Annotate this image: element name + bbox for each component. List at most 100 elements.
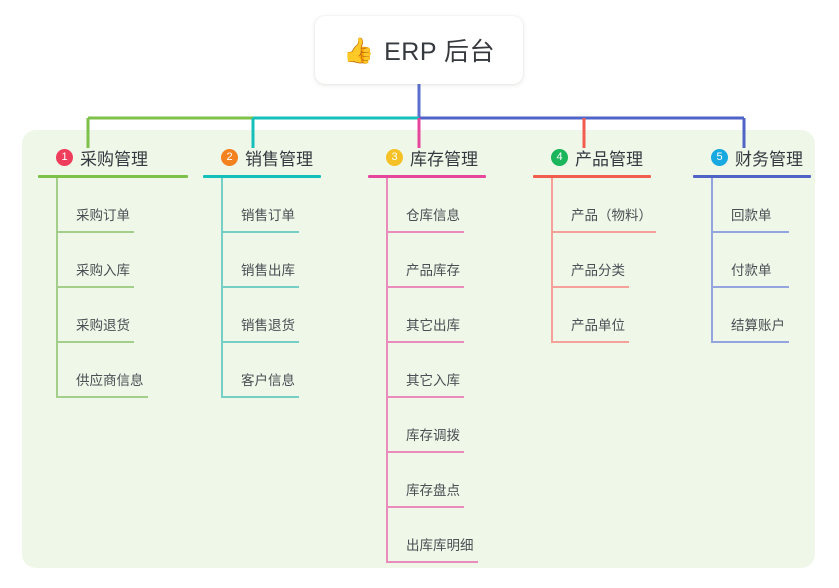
subitem[interactable]: 其它入库 — [386, 343, 486, 398]
subitem-label: 回款单 — [731, 208, 772, 223]
subitem-underline — [56, 286, 134, 288]
subitem[interactable]: 付款单 — [711, 233, 811, 288]
subitem-label: 其它出库 — [406, 318, 460, 333]
category-underline — [203, 175, 321, 178]
subitem-stem — [386, 508, 388, 563]
root-node[interactable]: 👍ERP 后台 — [315, 16, 523, 84]
category-number-badge: 4 — [551, 148, 568, 166]
subitem-label: 客户信息 — [241, 373, 295, 388]
subitem-stem — [386, 398, 388, 453]
subitem-underline — [551, 231, 656, 233]
subitem[interactable]: 其它出库 — [386, 288, 486, 343]
subitem-stem — [56, 343, 58, 398]
subitem[interactable]: 产品（物料） — [551, 178, 656, 233]
subitem-stem — [386, 288, 388, 343]
subitem[interactable]: 客户信息 — [221, 343, 321, 398]
subitem-underline — [386, 231, 464, 233]
subitem-label: 采购订单 — [76, 208, 130, 223]
subitem[interactable]: 供应商信息 — [56, 343, 188, 398]
subitem[interactable]: 采购退货 — [56, 288, 188, 343]
category-header-5[interactable]: 5 财务管理 — [693, 144, 811, 170]
subitem-underline — [386, 286, 464, 288]
subitem-stem — [386, 233, 388, 288]
subitem[interactable]: 仓库信息 — [386, 178, 486, 233]
subitem[interactable]: 销售退货 — [221, 288, 321, 343]
subitem[interactable]: 出库库明细 — [386, 508, 486, 563]
subitem-label: 采购退货 — [76, 318, 130, 333]
subitem[interactable]: 产品单位 — [551, 288, 651, 343]
subitem-label: 采购入库 — [76, 263, 130, 278]
subitem[interactable]: 结算账户 — [711, 288, 811, 343]
subitem-underline — [221, 396, 299, 398]
subitem-underline — [221, 341, 299, 343]
subitem-label: 供应商信息 — [76, 373, 144, 388]
subitem-stem — [221, 343, 223, 398]
subitem-underline — [386, 451, 464, 453]
category-column-5: 5 财务管理回款单付款单结算账户 — [693, 144, 811, 343]
subitem[interactable]: 产品分类 — [551, 233, 651, 288]
subitem-underline — [56, 231, 134, 233]
category-header-4[interactable]: 4 产品管理 — [533, 144, 651, 170]
subitem-label: 销售出库 — [241, 263, 295, 278]
category-number-badge: 2 — [221, 148, 238, 166]
subitem-underline — [386, 341, 464, 343]
subitem-list: 采购订单采购入库采购退货供应商信息 — [38, 178, 188, 398]
subitem[interactable]: 采购订单 — [56, 178, 188, 233]
subitem-stem — [551, 288, 553, 343]
subitem-stem — [551, 233, 553, 288]
subitem-stem — [56, 178, 58, 233]
subitem[interactable]: 产品库存 — [386, 233, 486, 288]
subitem-label: 销售订单 — [241, 208, 295, 223]
category-column-4: 4 产品管理产品（物料） 产品分类产品单位 — [533, 144, 656, 343]
subitem-list: 产品（物料） 产品分类产品单位 — [533, 178, 656, 343]
subitem-underline — [551, 341, 629, 343]
subitem-underline — [386, 561, 478, 563]
subitem-stem — [56, 288, 58, 343]
subitem[interactable]: 回款单 — [711, 178, 811, 233]
subitem-label: 销售退货 — [241, 318, 295, 333]
category-title: 库存管理 — [410, 149, 478, 169]
subitem-underline — [551, 286, 629, 288]
subitem-label: 产品分类 — [571, 263, 625, 278]
subitem[interactable]: 库存盘点 — [386, 453, 486, 508]
subitem-underline — [56, 396, 148, 398]
subitem-underline — [386, 506, 464, 508]
subitem-stem — [711, 178, 713, 233]
category-number-badge: 5 — [711, 148, 728, 166]
subitem[interactable]: 库存调拨 — [386, 398, 486, 453]
subitem[interactable]: 销售出库 — [221, 233, 321, 288]
subitem[interactable]: 销售订单 — [221, 178, 321, 233]
subitem-label: 出库库明细 — [406, 538, 474, 553]
category-header-1[interactable]: 1 采购管理 — [38, 144, 188, 170]
category-title: 产品管理 — [575, 149, 643, 169]
subitem-stem — [711, 233, 713, 288]
category-underline — [38, 175, 188, 178]
category-title: 财务管理 — [735, 149, 803, 169]
subitem-stem — [711, 288, 713, 343]
subitem-list: 销售订单销售出库销售退货客户信息 — [203, 178, 321, 398]
category-number-badge: 1 — [56, 148, 73, 166]
mindmap-panel — [22, 130, 815, 568]
subitem-stem — [386, 453, 388, 508]
subitem-label: 仓库信息 — [406, 208, 460, 223]
subitem-label: 产品（物料） — [571, 208, 652, 223]
subitem-label: 结算账户 — [731, 318, 785, 333]
subitem-label: 产品库存 — [406, 263, 460, 278]
subitem-stem — [551, 178, 553, 233]
thumbs-up-emoji: 👍 — [342, 36, 375, 65]
subitem-stem — [221, 178, 223, 233]
subitem[interactable]: 采购入库 — [56, 233, 188, 288]
subitem-label: 其它入库 — [406, 373, 460, 388]
category-column-2: 2 销售管理销售订单销售出库销售退货客户信息 — [203, 144, 321, 398]
subitem-underline — [221, 231, 299, 233]
subitem-underline — [711, 341, 789, 343]
subitem-list: 回款单付款单结算账户 — [693, 178, 811, 343]
category-title: 销售管理 — [245, 149, 313, 169]
subitem-underline — [56, 341, 134, 343]
category-header-2[interactable]: 2 销售管理 — [203, 144, 321, 170]
category-title: 采购管理 — [80, 149, 148, 169]
subitem-underline — [221, 286, 299, 288]
